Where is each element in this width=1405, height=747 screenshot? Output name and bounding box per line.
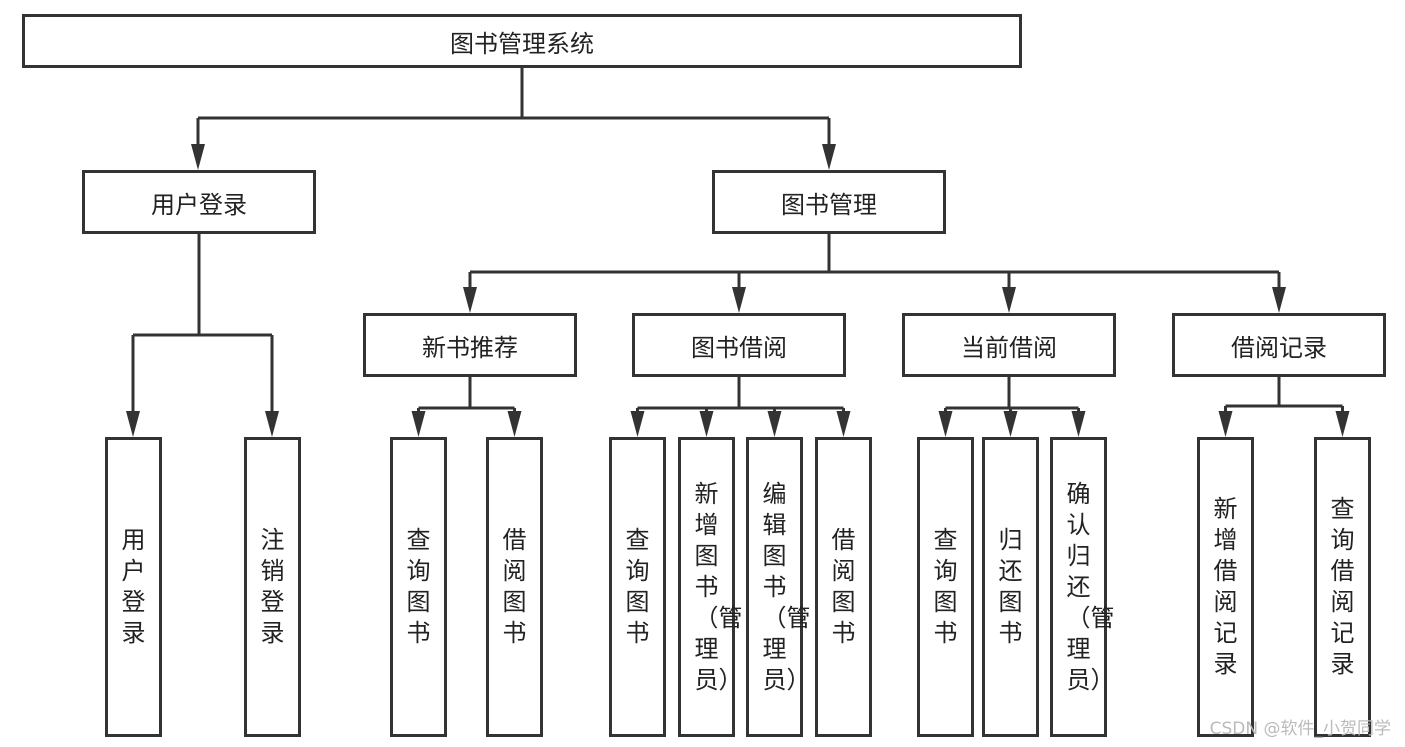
arrow-head-icon [191,144,205,170]
node-group-2: 当前借阅 [902,313,1116,377]
leaf-group-3-1-label: 查询借阅记录 [1330,495,1355,678]
arrow-head-icon [1272,287,1286,313]
leaf-user-0: 用户登录 [105,437,162,737]
leaf-group-2-1: 归还图书 [982,437,1039,737]
arrow-head-icon [1003,411,1018,437]
arrow-head-icon [630,411,645,437]
leaf-group-1-0-label: 查询图书 [625,526,650,647]
node-book-management-label: 图书管理 [781,190,877,219]
node-book-management: 图书管理 [712,170,946,234]
leaf-group-3-1: 查询借阅记录 [1314,437,1371,737]
node-group-1-label: 图书借阅 [691,333,787,362]
leaf-group-2-2: 确认归还（管理员） [1050,437,1115,737]
node-group-1: 图书借阅 [632,313,846,377]
leaf-group-1-2: 编辑图书（管理员） [746,437,811,737]
arrow-head-icon [732,287,746,313]
leaf-group-2-1-label: 归还图书 [998,526,1023,647]
node-group-0-label: 新书推荐 [422,333,518,362]
leaf-user-1: 注销登录 [244,437,301,737]
leaf-group-0-1: 借阅图书 [486,437,543,737]
leaf-group-2-0: 查询图书 [917,437,974,737]
leaf-group-0-0-label: 查询图书 [406,526,431,647]
leaf-group-1-3: 借阅图书 [815,437,872,737]
arrow-head-icon [1071,411,1086,437]
node-user-login-label: 用户登录 [151,190,247,219]
arrow-head-icon [126,411,140,437]
leaf-group-1-0: 查询图书 [609,437,666,737]
arrow-head-icon [699,411,714,437]
leaf-group-0-0: 查询图书 [390,437,447,737]
leaf-group-2-0-label: 查询图书 [933,526,958,647]
arrow-head-icon [938,411,953,437]
node-group-0: 新书推荐 [363,313,577,377]
leaf-group-2-2-label: 确认归还（管理员） [1066,479,1115,694]
leaf-group-0-1-label: 借阅图书 [502,526,527,647]
watermark: CSDN @软件_小贺同学 [1209,719,1391,739]
leaf-group-1-3-label: 借阅图书 [831,526,856,647]
arrow-head-icon [1218,411,1233,437]
node-group-3: 借阅记录 [1172,313,1386,377]
arrow-head-icon [265,411,279,437]
arrow-head-icon [1335,411,1350,437]
arrow-head-icon [507,411,522,437]
leaf-user-0-label: 用户登录 [121,526,146,647]
root-node: 图书管理系统 [22,14,1022,68]
root-node-label: 图书管理系统 [450,29,594,58]
leaf-group-3-0-label: 新增借阅记录 [1213,495,1238,678]
arrow-head-icon [836,411,851,437]
arrow-head-icon [822,144,836,170]
leaf-group-1-2-label: 编辑图书（管理员） [762,479,811,694]
arrow-head-icon [767,411,782,437]
arrow-head-icon [463,287,477,313]
leaf-group-1-1-label: 新增图书（管理员） [694,479,743,694]
arrow-head-icon [411,411,426,437]
node-group-2-label: 当前借阅 [961,333,1057,362]
node-user-login: 用户登录 [82,170,316,234]
leaf-group-1-1: 新增图书（管理员） [678,437,743,737]
arrow-head-icon [1002,287,1016,313]
leaf-group-3-0: 新增借阅记录 [1197,437,1254,737]
leaf-user-1-label: 注销登录 [260,526,285,647]
node-group-3-label: 借阅记录 [1231,333,1327,362]
